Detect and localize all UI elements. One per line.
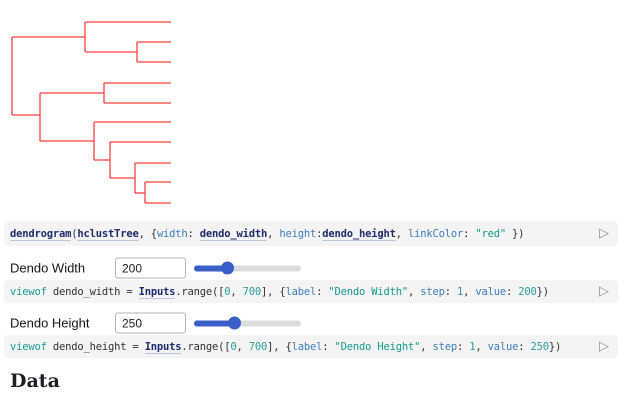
code-line[interactable]: dendrogram(hclustTree, {width: dendo_wid… <box>10 227 525 241</box>
range-widget-dendo-height: Dendo Height <box>4 310 618 336</box>
slider-label: Dendo Width <box>10 260 86 276</box>
code-cell-dendrogram-call[interactable]: dendrogram(hclustTree, {width: dendo_wid… <box>4 221 618 246</box>
slider-label: Dendo Height <box>10 315 90 331</box>
slider-thumb[interactable] <box>220 261 234 275</box>
code-cell-viewof-dendo-width[interactable]: viewof dendo_width = Inputs.range([0, 70… <box>4 280 618 303</box>
slider-thumb[interactable] <box>227 316 241 330</box>
dendo-width-number-input[interactable] <box>115 257 186 279</box>
slider-fill <box>194 320 237 326</box>
dendo-height-slider[interactable] <box>194 316 301 330</box>
slider-fill <box>194 265 230 271</box>
code-line[interactable]: viewof dendo_height = Inputs.range([0, 7… <box>10 340 562 354</box>
run-cell-icon[interactable]: ▷ <box>599 339 609 354</box>
dendrogram-output <box>0 0 215 215</box>
run-cell-icon[interactable]: ▷ <box>599 226 609 241</box>
dendo-height-number-input[interactable] <box>115 312 186 334</box>
code-cell-viewof-dendo-height[interactable]: viewof dendo_height = Inputs.range([0, 7… <box>4 335 618 358</box>
dendo-width-slider[interactable] <box>194 261 301 275</box>
section-heading-data: Data <box>10 370 60 392</box>
slider-track[interactable] <box>194 320 301 326</box>
dendrogram-chart <box>11 21 171 204</box>
range-widget-dendo-width: Dendo Width <box>4 255 618 281</box>
code-line[interactable]: viewof dendo_width = Inputs.range([0, 70… <box>10 285 549 299</box>
slider-track[interactable] <box>194 265 301 271</box>
run-cell-icon[interactable]: ▷ <box>599 284 609 299</box>
